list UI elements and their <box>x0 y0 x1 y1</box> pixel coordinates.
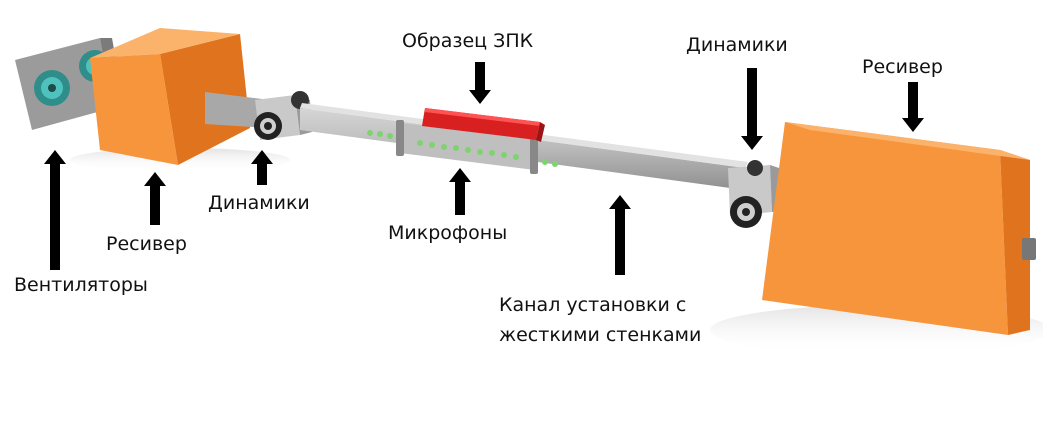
microphone-dot <box>417 140 423 146</box>
microphone-array <box>367 130 558 167</box>
microphone-dot <box>552 161 558 167</box>
label-receiver-left: Ресивер <box>106 233 187 255</box>
microphone-dot <box>489 150 495 156</box>
microphone-dot <box>377 131 383 137</box>
arrow <box>469 62 491 104</box>
label-channel: Канал установки с жесткими стенками <box>499 294 702 346</box>
microphone-dot <box>441 144 447 150</box>
arrow <box>44 150 66 270</box>
label-sample: Образец ЗПК <box>402 30 534 52</box>
microphone-dot <box>453 145 459 151</box>
arrow <box>449 168 471 215</box>
microphone-dot <box>477 149 483 155</box>
microphone-dot <box>367 130 373 136</box>
arrow <box>902 82 924 132</box>
label-microphones: Микрофоны <box>388 222 508 244</box>
horn-left <box>205 92 270 128</box>
microphone-dot <box>387 133 393 139</box>
label-speakers-right: Динамики <box>686 34 788 56</box>
microphone-dot <box>542 159 548 165</box>
pointer-arrows <box>44 62 924 275</box>
sample-section <box>396 108 545 174</box>
label-fans: Вентиляторы <box>14 274 148 296</box>
microphone-dot <box>513 154 519 160</box>
microphone-dot <box>501 152 507 158</box>
label-speakers-left: Динамики <box>208 192 310 214</box>
arrow <box>144 172 166 225</box>
receiver-right <box>762 122 1036 335</box>
microphone-dot <box>465 147 471 153</box>
microphone-dot <box>429 142 435 148</box>
label-receiver-right: Ресивер <box>862 56 943 78</box>
arrow <box>251 150 273 185</box>
arrow <box>609 195 631 275</box>
arrow <box>741 68 763 150</box>
